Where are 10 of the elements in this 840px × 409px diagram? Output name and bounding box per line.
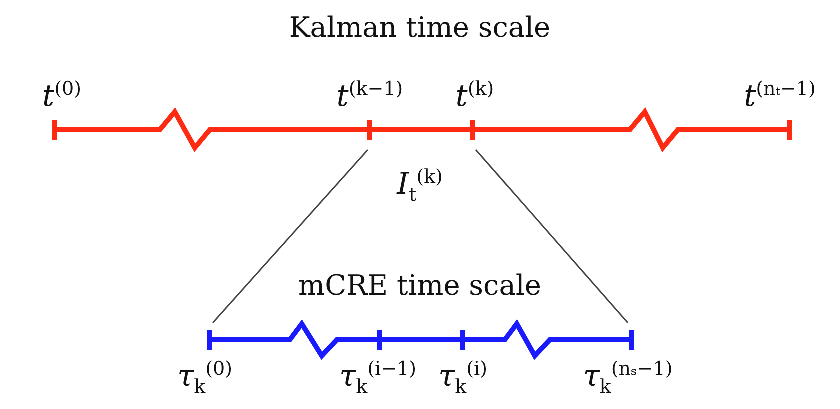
tick-label: t$^{(k)}$ (456, 80, 494, 112)
time-axis (208, 319, 634, 360)
zoom-line (212, 150, 369, 324)
scale-title: Kalman time scale (289, 14, 551, 42)
time-axis (52, 107, 792, 153)
scale-title: mCRE time scale (298, 272, 542, 300)
tick-label: t$^{(nₜ−1)}$ (744, 80, 816, 112)
tick-label: t$^{(k−1)}$ (336, 80, 404, 112)
zoom-line (475, 150, 629, 324)
tick-label: t$^{(0)}$ (42, 80, 82, 112)
